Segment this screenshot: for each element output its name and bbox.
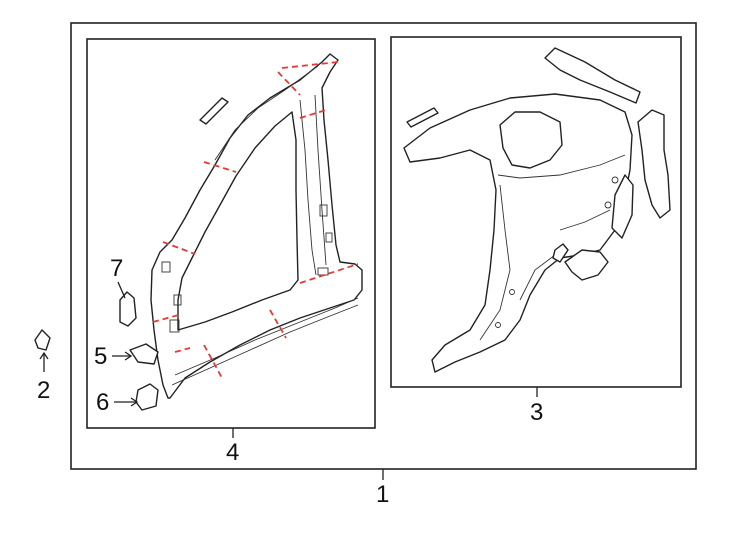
quarter-trim-strip [406, 107, 439, 128]
callout-2: 2 [37, 377, 50, 404]
bracket-part-6 [135, 383, 159, 411]
arrow-6 [130, 397, 139, 407]
clip-part [34, 329, 51, 351]
bracket-part-7 [119, 291, 137, 327]
lamp-opening [611, 174, 634, 239]
small-bracket [552, 243, 569, 263]
arrow-5 [124, 351, 133, 361]
callout-1: 1 [376, 481, 389, 508]
quarter-panel [403, 93, 633, 373]
tail-lamp-pocket [637, 109, 671, 219]
callout-3: 3 [530, 399, 543, 426]
arrow-2 [39, 351, 49, 360]
inner-panel-box [86, 38, 376, 429]
bracket-part-5 [129, 343, 159, 365]
callout-5: 5 [94, 343, 107, 370]
fuel-door-housing [564, 249, 609, 281]
callout-7: 7 [110, 255, 123, 282]
roof-trim-strip [199, 97, 229, 125]
cut-lines [152, 61, 359, 379]
side-aperture-panel [150, 53, 363, 399]
quarter-panel-box [390, 36, 682, 388]
leader-7 [117, 281, 126, 299]
callout-4: 4 [226, 439, 239, 466]
callout-6: 6 [96, 389, 109, 416]
roof-rail-extension [544, 47, 641, 104]
